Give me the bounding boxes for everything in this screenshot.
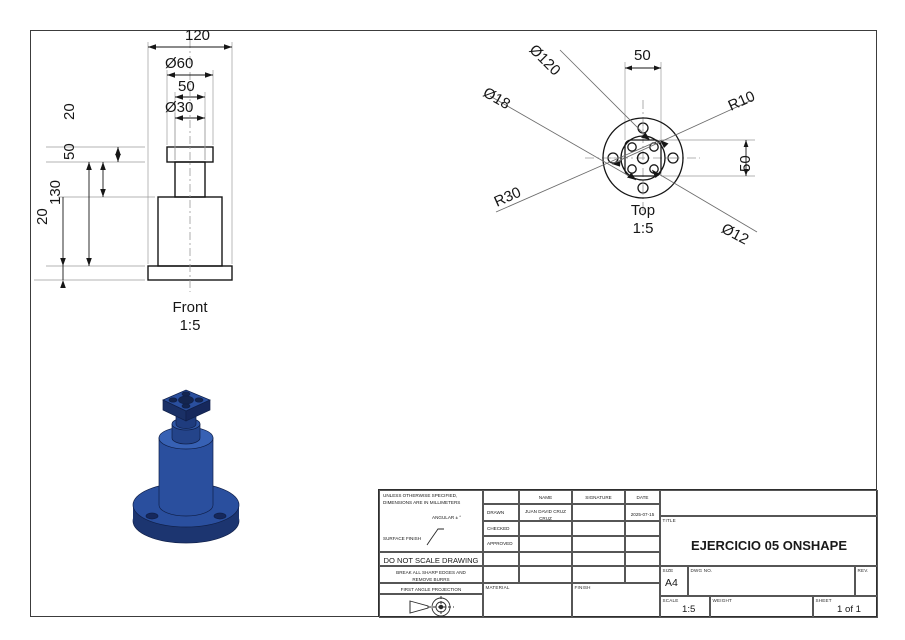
drawn-name-cell[interactable]: JUAN DAVID CRUZ CRUZ	[519, 504, 572, 521]
approved-name-cell[interactable]	[519, 536, 572, 552]
rev-label: REV.	[857, 568, 869, 573]
top-right-blank	[660, 490, 878, 516]
do-not-scale-text: DO NOT SCALE DRAWING	[383, 556, 479, 565]
approved-role-cell: APPROVED	[483, 536, 519, 552]
break-edges-line2: REMOVE BURRS	[412, 577, 450, 582]
first-angle-projection-icon	[409, 596, 454, 617]
projection-label-cell: FIRST ANGLE PROJECTION	[379, 583, 483, 594]
finish-label: FINISH	[574, 585, 591, 590]
filler-b4	[625, 566, 660, 583]
top-dim-pad-width: 50	[634, 47, 651, 64]
title-block: UNLESS OTHERWISE SPECIFIED, DIMENSIONS A…	[378, 489, 878, 618]
title-label: TITLE	[662, 518, 676, 523]
signoff-name-header: NAME	[519, 490, 572, 504]
front-dim-overall-width: 120	[185, 27, 211, 44]
approved-signature-cell[interactable]	[572, 536, 625, 552]
size-cell: SIZE A4	[660, 566, 688, 596]
material-cell[interactable]: MATERIAL	[483, 583, 572, 618]
sheet-cell: SHEET 1 of 1	[813, 596, 878, 618]
filler-b3	[572, 566, 625, 583]
sheet-label: SHEET	[815, 598, 832, 603]
drawn-name-text: JUAN DAVID CRUZ CRUZ	[524, 509, 566, 521]
filler-b2	[519, 566, 572, 583]
title-value: EJERCICIO 05 ONSHAPE	[690, 538, 848, 553]
filler-a2	[519, 552, 572, 566]
signoff-signature-header: SIGNATURE	[572, 490, 625, 504]
checked-role-text: CHECKED	[487, 526, 510, 531]
size-label: SIZE	[662, 568, 674, 573]
front-dim-flange-dia: Ø60	[165, 55, 194, 72]
checked-signature-cell[interactable]	[572, 521, 625, 536]
filler-b1	[483, 566, 519, 583]
dwg-no-label: DWG NO.	[690, 568, 713, 573]
finish-cell[interactable]: FINISH	[572, 583, 660, 618]
drawn-role-cell: DRAWN	[483, 504, 519, 521]
top-view-scale: 1:5	[632, 220, 654, 237]
signature-header-text: SIGNATURE	[585, 495, 612, 500]
name-header-text: NAME	[538, 495, 553, 500]
top-view-label: Top	[630, 202, 656, 219]
signoff-date-header: DATE	[625, 490, 660, 504]
date-header-text: DATE	[636, 495, 649, 500]
dwg-no-cell[interactable]: DWG NO.	[688, 566, 855, 596]
size-value: A4	[665, 577, 678, 589]
scale-cell: SCALE 1:5	[660, 596, 710, 618]
scale-value: 1:5	[682, 604, 696, 615]
filler-a3	[572, 552, 625, 566]
drawn-role-text: DRAWN	[487, 510, 505, 515]
approved-role-text: APPROVED	[487, 541, 513, 546]
title-cell[interactable]: TITLE EJERCICIO 05 ONSHAPE	[660, 516, 878, 566]
sheet-value: 1 of 1	[837, 604, 862, 615]
checked-role-cell: CHECKED	[483, 521, 519, 536]
front-dim-shaft-dia: Ø30	[165, 99, 194, 116]
rev-cell[interactable]: REV.	[855, 566, 878, 596]
notes-line2: DIMENSIONS ARE IN MILLIMETERS	[383, 500, 461, 505]
drawn-date-cell[interactable]: 2025-07-15	[625, 504, 660, 521]
notes-cell: UNLESS OTHERWISE SPECIFIED, DIMENSIONS A…	[379, 490, 483, 552]
notes-line1: UNLESS OTHERWISE SPECIFIED,	[383, 493, 458, 498]
scale-label: SCALE	[662, 598, 679, 603]
break-edges-line1: BREAK ALL SHARP EDGES AND	[396, 570, 466, 575]
surface-finish-label: SURFACE FINISH	[383, 536, 422, 541]
drawn-date-text: 2025-07-15	[630, 512, 655, 517]
projection-symbol-cell	[379, 594, 483, 618]
notes-angular: ANGULAR ± °	[432, 515, 462, 520]
front-view-label: Front	[172, 299, 208, 316]
signoff-blank-header	[483, 490, 519, 504]
drawn-signature-cell[interactable]	[572, 504, 625, 521]
checked-date-cell[interactable]	[625, 521, 660, 536]
filler-a1	[483, 552, 519, 566]
break-edges-cell: BREAK ALL SHARP EDGES AND REMOVE BURRS	[379, 566, 483, 583]
front-view-scale: 1:5	[179, 317, 201, 334]
weight-label: WEIGHT	[712, 598, 732, 603]
do-not-scale-cell: DO NOT SCALE DRAWING	[379, 552, 483, 566]
material-label: MATERIAL	[485, 585, 510, 590]
filler-a4	[625, 552, 660, 566]
checked-name-cell[interactable]	[519, 521, 572, 536]
surface-finish-icon	[426, 528, 444, 546]
projection-label: FIRST ANGLE PROJECTION	[400, 586, 462, 592]
weight-cell[interactable]: WEIGHT	[710, 596, 813, 618]
front-dim-hub-width: 50	[178, 78, 195, 95]
approved-date-cell[interactable]	[625, 536, 660, 552]
